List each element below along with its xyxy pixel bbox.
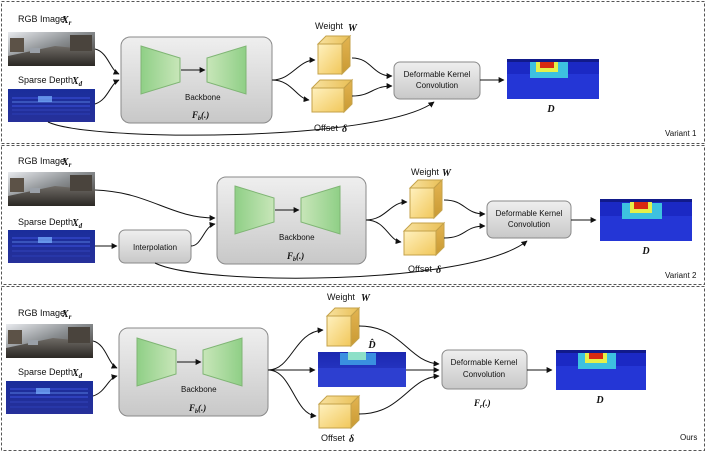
rgb-image-thumbnail <box>8 32 95 66</box>
weight-symbol: W <box>442 168 452 179</box>
dkc-label-line2: Convolution <box>416 81 458 90</box>
weight-label: Weight <box>315 21 343 31</box>
backbone-label: Backbone <box>279 233 315 242</box>
depth-symbol: Xd <box>71 368 83 380</box>
rgb-image-label: RGB Image <box>18 308 65 318</box>
offset-label: Offset <box>314 123 338 133</box>
weight-symbol: W <box>348 23 358 34</box>
variant-label: Ours <box>680 433 697 442</box>
panel-ours: RGB Image Xr Sparse Depth Xd Bac <box>1 286 705 451</box>
sparse-depth-thumbnail <box>8 89 95 122</box>
weight-label: Weight <box>327 292 355 302</box>
rgb-image-label: RGB Image <box>18 156 65 166</box>
sparse-depth-thumbnail <box>6 381 93 414</box>
panel-variant-2: RGB Image Xr Sparse Depth Xd Interpolati… <box>1 145 705 285</box>
offset-symbol: δ <box>349 434 354 445</box>
backbone-block: Backbone Fb(.) <box>120 36 273 124</box>
sparse-depth-label: Sparse Depth <box>18 75 73 85</box>
coarse-depth-map <box>318 352 406 387</box>
interpolation-label: Interpolation <box>133 243 177 252</box>
sparse-depth-thumbnail <box>8 230 95 263</box>
panel-variant-1: RGB Image Xr Sparse Depth Xd Bac <box>1 1 705 144</box>
output-depth-map <box>600 199 692 241</box>
backbone-block: Backbone Fb(.) <box>118 327 269 417</box>
output-symbol: D <box>595 395 603 406</box>
offset-symbol: δ <box>436 265 441 276</box>
dkc-label-line1: Deformable Kernel <box>451 358 518 367</box>
decoder-shape <box>300 185 341 235</box>
rgb-symbol: Xr <box>61 157 72 169</box>
weight-label: Weight <box>411 167 439 177</box>
output-symbol: D <box>546 104 554 115</box>
dkc-label-line2: Convolution <box>463 370 505 379</box>
decoder-shape <box>206 45 247 95</box>
weight-symbol: W <box>361 293 371 304</box>
backbone-function: Fb(.) <box>191 110 209 122</box>
dkc-label-line1: Deformable Kernel <box>404 70 471 79</box>
depth-symbol: Xd <box>71 76 83 88</box>
encoder-shape <box>234 185 275 235</box>
output-depth-map <box>556 350 646 390</box>
rgb-symbol: Xr <box>61 15 72 27</box>
offset-cube <box>310 78 354 114</box>
offset-label: Offset <box>408 264 432 274</box>
offset-cube <box>317 394 361 430</box>
sparse-depth-label: Sparse Depth <box>18 217 73 227</box>
encoder-shape <box>140 45 181 95</box>
encoder-shape <box>136 337 177 387</box>
rgb-image-thumbnail <box>6 324 93 358</box>
backbone-function: Fb(.) <box>188 403 206 415</box>
output-symbol: D <box>641 246 649 257</box>
panel-border <box>1 145 705 285</box>
rgb-symbol: Xr <box>61 309 72 321</box>
backbone-block: Backbone Fb(.) <box>216 176 367 265</box>
offset-symbol: δ <box>342 124 347 135</box>
panel-border <box>1 1 705 144</box>
backbone-function: Fb(.) <box>286 251 304 263</box>
panel-border <box>1 286 705 451</box>
rgb-image-label: RGB Image <box>18 14 65 24</box>
depth-symbol: Xd <box>71 218 83 230</box>
dkc-label-line1: Deformable Kernel <box>496 209 563 218</box>
dkc-label-line2: Convolution <box>508 220 550 229</box>
sparse-depth-label: Sparse Depth <box>18 367 73 377</box>
backbone-label: Backbone <box>185 93 221 102</box>
decoder-shape <box>202 337 243 387</box>
weight-cube <box>408 178 444 220</box>
output-depth-map <box>507 59 599 99</box>
refinement-function: Fr(.) <box>473 398 491 410</box>
weight-cube <box>325 306 361 348</box>
weight-cube <box>316 34 352 76</box>
variant-label: Variant 1 <box>665 129 697 138</box>
rgb-image-thumbnail <box>8 172 95 206</box>
offset-label: Offset <box>321 433 345 443</box>
coarse-depth-symbol: D̂ <box>367 338 375 351</box>
backbone-label: Backbone <box>181 385 217 394</box>
variant-label: Variant 2 <box>665 271 697 280</box>
offset-cube <box>402 221 446 257</box>
